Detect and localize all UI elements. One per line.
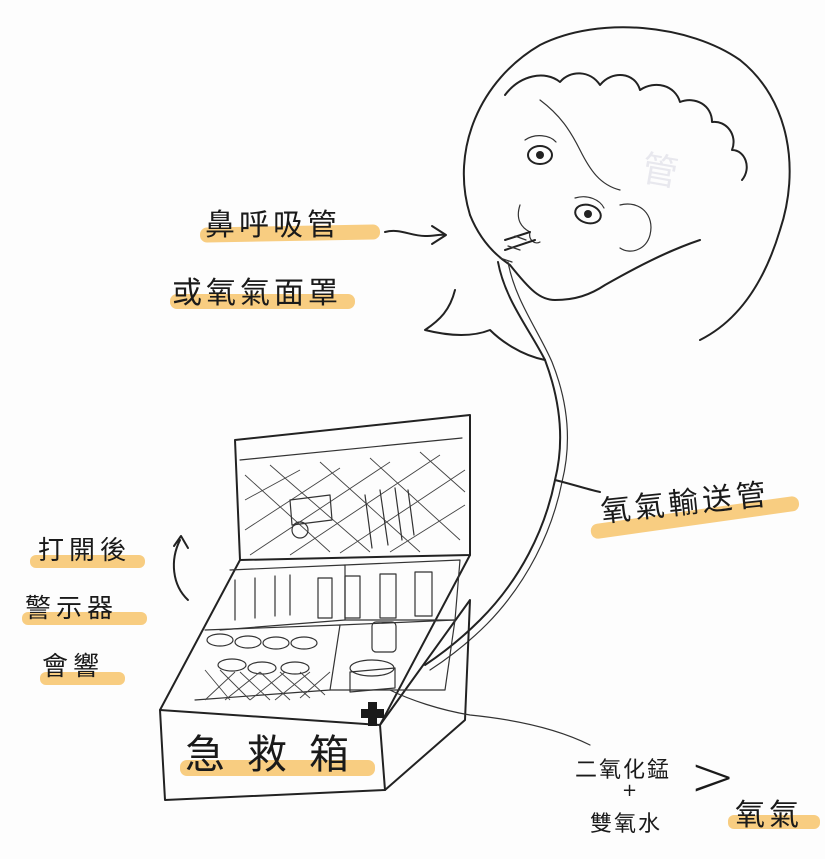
jar-bins xyxy=(204,633,331,701)
label-manganese-dioxide: 二氧化錳 xyxy=(575,758,672,783)
medical-cross-icon xyxy=(361,702,384,726)
tube-outer xyxy=(424,261,562,666)
highlight-after-open xyxy=(30,555,145,568)
box-lid xyxy=(234,414,471,561)
highlight-nasal-tube xyxy=(200,224,381,243)
right-brow xyxy=(574,196,605,209)
highlighter-marks xyxy=(22,224,820,829)
label-oxygen-mask: 或氧氣面罩 xyxy=(172,276,342,311)
oxygen-generator xyxy=(349,621,397,693)
lid-netting xyxy=(244,451,466,556)
reaction-arrow: > xyxy=(690,745,736,808)
label-alarm: 警示器 xyxy=(25,594,119,624)
highlight-will-ring xyxy=(40,672,125,685)
highlight-oxygen-tube xyxy=(590,496,800,539)
right-eye xyxy=(574,203,602,225)
highlight-oxygen xyxy=(728,815,820,829)
tray-bins xyxy=(194,624,341,701)
label-after-open: 打開後 xyxy=(38,536,132,566)
right-pupil xyxy=(584,210,592,218)
highlight-oxygen-mask xyxy=(170,294,355,309)
box-side xyxy=(379,599,471,791)
tube-inner xyxy=(429,261,569,671)
hairline xyxy=(539,99,621,191)
head-outline xyxy=(462,26,791,341)
patient-head: 管 xyxy=(424,26,791,361)
nose xyxy=(517,204,541,244)
tray-bottles xyxy=(219,564,346,631)
faint-ghost-text: 管 xyxy=(638,148,681,195)
bottle-rows xyxy=(234,571,433,621)
left-eye xyxy=(527,145,553,165)
label-will-ring: 會響 xyxy=(42,652,105,682)
neck xyxy=(424,289,546,361)
reaction-pointer xyxy=(389,689,591,746)
label-plus: + xyxy=(622,780,638,801)
label-nasal-tube: 鼻呼吸管 xyxy=(205,208,341,243)
arrow-right-icon xyxy=(384,225,447,245)
left-pupil xyxy=(536,151,544,159)
tray-jars xyxy=(344,559,461,621)
highlight-box-name xyxy=(180,760,375,776)
oxygen-tube-line xyxy=(424,231,601,671)
left-brow xyxy=(524,135,557,143)
label-hydrogen-peroxide: 雙氧水 xyxy=(590,812,663,837)
cannula xyxy=(504,231,536,251)
tube-label-pointer xyxy=(554,479,601,493)
box-name-label: 急救箱 xyxy=(185,732,371,778)
face-jaw xyxy=(469,214,701,301)
ear xyxy=(619,203,652,252)
box-body-top xyxy=(159,554,471,726)
highlight-alarm xyxy=(22,612,147,625)
tray-generator xyxy=(329,619,456,691)
cannula-ticks xyxy=(499,235,527,263)
lid-inner-edge xyxy=(239,437,463,461)
hair-wavy xyxy=(504,72,748,181)
first-aid-box xyxy=(159,414,591,801)
label-oxygen-product: 氧氣 xyxy=(735,798,803,833)
lid-tools xyxy=(289,487,415,549)
curved-arrow-icon xyxy=(172,535,189,601)
box-front xyxy=(159,709,386,801)
